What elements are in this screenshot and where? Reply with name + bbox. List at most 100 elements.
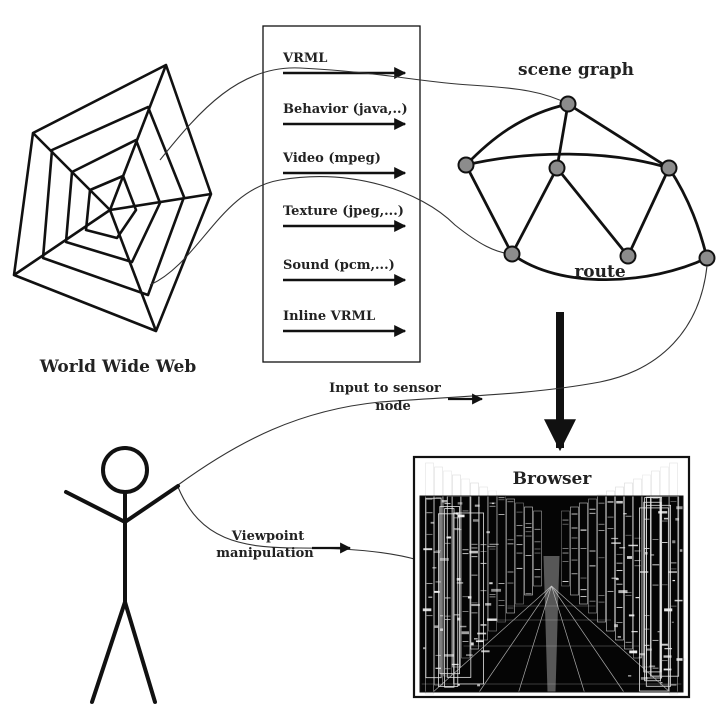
city-light: [491, 502, 495, 505]
city-light: [629, 650, 638, 654]
city-light: [441, 500, 448, 503]
city-light: [611, 537, 619, 540]
tower: [645, 504, 671, 687]
city-light: [663, 517, 669, 520]
floor-line: [478, 585, 552, 693]
building: [588, 498, 597, 614]
city-light: [430, 521, 435, 524]
city-light: [627, 556, 633, 559]
city-light: [422, 608, 432, 612]
route-curve: [511, 252, 708, 281]
building: [533, 510, 542, 587]
city-light: [652, 564, 660, 566]
building: [633, 478, 642, 659]
city-light: [432, 567, 437, 569]
city-light: [481, 650, 490, 653]
scene-graph-nodes: [457, 95, 716, 267]
city-light: [474, 504, 480, 507]
media-types-box: [262, 25, 421, 363]
video-curve: [149, 176, 511, 286]
building: [579, 502, 588, 605]
scene-node: [548, 159, 566, 177]
city-light: [623, 513, 627, 515]
city-light: [423, 548, 433, 551]
city-light: [457, 502, 463, 505]
city-light: [676, 658, 686, 661]
city-light: [485, 603, 492, 606]
viewport-frame: [419, 495, 684, 693]
www-label: World Wide Web: [39, 357, 197, 377]
building: [461, 478, 470, 659]
city-light: [487, 545, 496, 548]
city-light: [486, 531, 490, 534]
scene-graph-edges: [464, 102, 709, 259]
city-light: [639, 653, 645, 656]
city-light: [640, 677, 648, 680]
tower: [425, 497, 442, 679]
city-light: [477, 632, 487, 635]
city-light: [457, 683, 460, 686]
sensor-input-curve: [177, 265, 708, 486]
city-light: [614, 624, 618, 628]
building: [561, 510, 570, 587]
vrml-curve: [159, 67, 569, 161]
floor-line: [551, 585, 625, 693]
tower: [639, 507, 669, 692]
media-type-label: Sound (pcm,...): [283, 258, 395, 273]
city-light: [477, 684, 481, 687]
city-light: [444, 654, 454, 657]
city-light: [617, 636, 621, 638]
tower: [644, 497, 661, 682]
city-light: [434, 590, 440, 593]
city-light: [671, 621, 674, 623]
city-light: [491, 588, 502, 592]
city-light: [471, 603, 480, 607]
building: [506, 498, 515, 614]
city-light: [461, 631, 470, 635]
viewpoint-curve: [177, 486, 419, 561]
city-light: [675, 517, 680, 521]
city-light: [646, 648, 652, 651]
city-light: [628, 614, 635, 617]
city-light: [668, 571, 677, 574]
city-light: [660, 682, 663, 684]
route-label: route: [574, 262, 626, 282]
city-light: [465, 654, 473, 656]
city-light: [664, 608, 673, 612]
city-light: [611, 577, 618, 580]
building: [452, 474, 461, 668]
city-light: [619, 547, 626, 549]
city-light: [439, 615, 444, 617]
city-light: [618, 590, 628, 594]
media-type-label: Video (mpeg): [282, 151, 381, 166]
floor-line: [518, 585, 552, 693]
building: [669, 462, 678, 695]
city-light: [650, 554, 655, 556]
building: [524, 506, 533, 596]
city-light: [456, 578, 461, 581]
media-type-label: VRML: [282, 51, 327, 66]
city-light: [457, 617, 461, 621]
browser-viewport-city: [419, 462, 686, 695]
city-light: [469, 550, 478, 554]
city-light: [628, 544, 638, 547]
building: [497, 494, 506, 623]
world-wide-web-icon: [12, 63, 213, 333]
city-light: [635, 596, 640, 599]
floor-line: [551, 585, 671, 693]
city-light: [433, 551, 440, 553]
sensor-label-line2: node: [375, 399, 410, 414]
city-light: [472, 519, 479, 522]
media-type-label: Inline VRML: [283, 309, 375, 324]
building: [515, 502, 524, 605]
city-light: [473, 638, 478, 640]
building: [615, 486, 624, 641]
connector-curves: [149, 67, 569, 286]
viewpoint-label-line1: Viewpoint: [231, 529, 304, 544]
city-light: [631, 631, 638, 633]
city-light: [649, 665, 656, 668]
building: [597, 494, 606, 623]
city-light: [434, 625, 439, 628]
